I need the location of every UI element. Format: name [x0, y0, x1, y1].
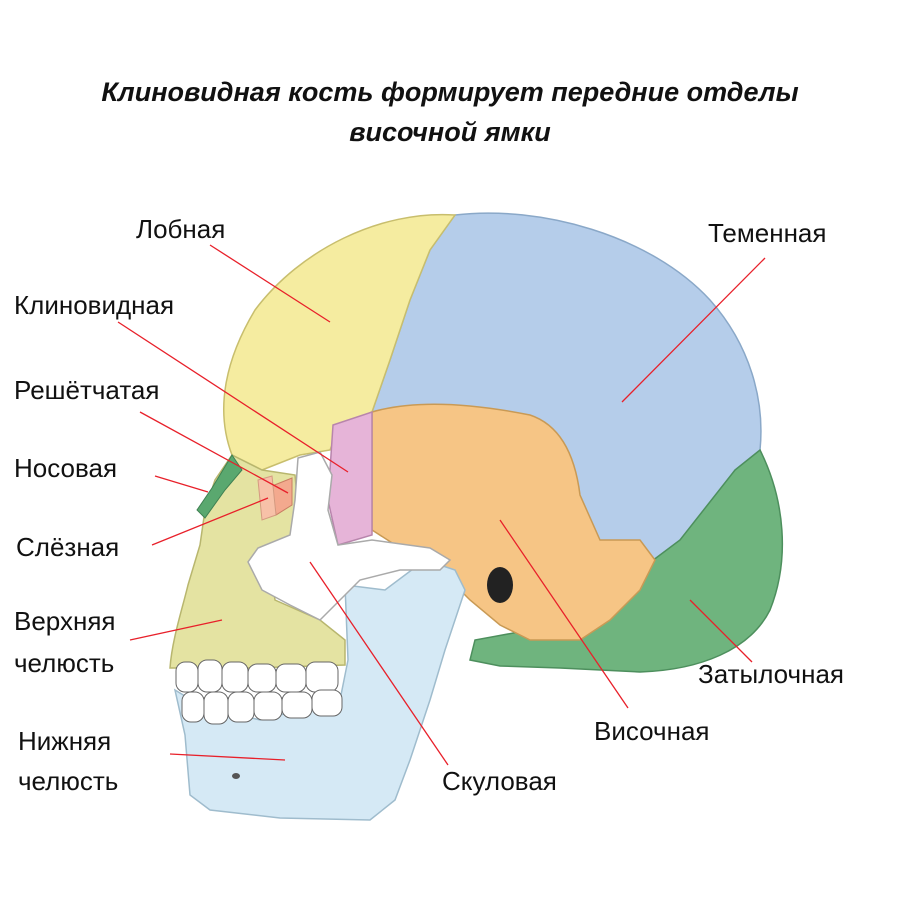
leader-line-lacrimal — [151, 497, 269, 546]
ear-canal — [487, 567, 513, 603]
nasal-bone — [196, 454, 243, 519]
label-temporal: Височная — [594, 716, 710, 746]
upper-teeth — [175, 659, 339, 693]
label-maxilla-line1: Верхняя — [14, 606, 116, 636]
label-maxilla-line2: челюсть — [14, 648, 115, 678]
leader-line-parietal — [621, 257, 766, 403]
label-sphenoid: Клиновидная — [14, 290, 175, 320]
temporal-bone — [371, 403, 656, 641]
leader-line-nasal — [154, 475, 209, 493]
occipital-bone — [469, 448, 784, 673]
leader-line-temporal — [499, 519, 629, 709]
label-mandible-line1: Нижняя — [18, 726, 112, 756]
label-lacrimal: Слёзная — [16, 532, 120, 562]
diagram-title: Клиновидная кость формирует передние отд… — [0, 72, 900, 152]
leader-line-sphenoid — [117, 321, 349, 473]
leader-line-ethmoid — [139, 411, 289, 494]
label-ethmoid: Решётчатая — [14, 375, 160, 405]
mental-foramen — [232, 773, 240, 779]
sphenoid-bone — [327, 410, 373, 546]
leader-line-occipital — [689, 599, 753, 663]
title-line-1: Клиновидная кость формирует передние отд… — [101, 77, 799, 107]
lower-teeth — [181, 689, 343, 725]
label-frontal: Лобная — [136, 214, 226, 244]
label-occipital: Затылочная — [698, 659, 844, 689]
frontal-bone — [223, 213, 457, 471]
label-zygomatic: Скуловая — [442, 766, 557, 796]
zygomatic-bone — [247, 451, 452, 621]
label-parietal: Теменная — [708, 218, 827, 248]
leader-line-frontal — [209, 244, 331, 323]
title-line-2: височной ямки — [349, 117, 551, 147]
leader-line-mandible — [169, 753, 286, 761]
label-mandible-line2: челюсть — [18, 766, 119, 796]
label-nasal: Носовая — [14, 453, 118, 483]
leader-line-zygomatic — [309, 561, 449, 766]
leader-line-maxilla — [129, 619, 223, 641]
